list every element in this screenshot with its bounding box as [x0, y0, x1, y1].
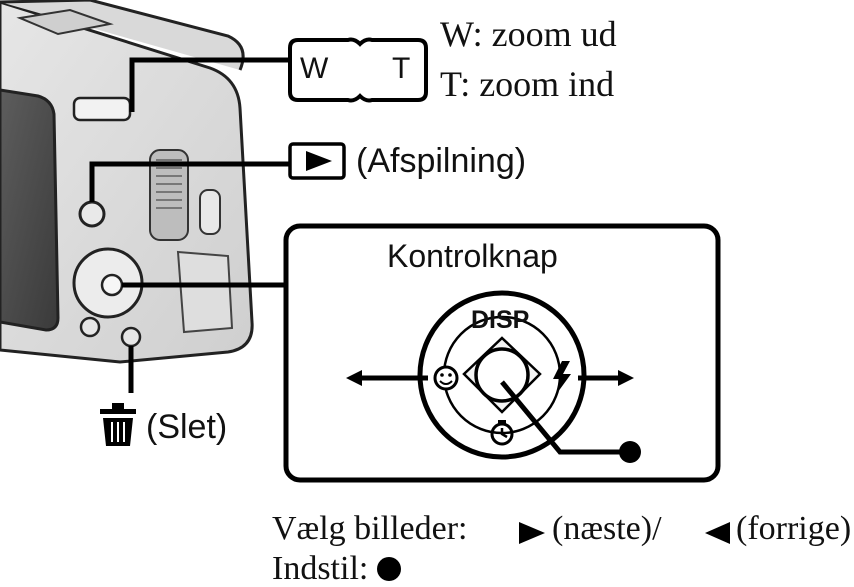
- delete-button: [120, 326, 142, 348]
- playback-leader: [89, 161, 290, 202]
- zoom-lever: [72, 96, 132, 122]
- next-label: (næste)/: [552, 510, 662, 547]
- previous-arrow-icon: [705, 522, 730, 544]
- left-arrow-icon: [346, 370, 362, 386]
- right-arrow-icon: [618, 370, 634, 386]
- playback-button: [78, 200, 106, 228]
- previous-label: (forrige): [736, 510, 852, 547]
- disp-label: DISP: [471, 306, 530, 334]
- zoom-key-w: W: [300, 52, 329, 85]
- smile-icon: [433, 365, 459, 391]
- flash-icon: [553, 361, 571, 396]
- zoom-out-label: W: zoom ud: [440, 14, 617, 54]
- delete-label: (Slet): [146, 408, 228, 446]
- zoom-in-label: T: zoom ind: [440, 64, 615, 104]
- zoom-key: [288, 37, 428, 103]
- center-button: [474, 347, 530, 403]
- set-label: Indstil:: [272, 550, 369, 587]
- trash-icon: [100, 403, 136, 446]
- next-arrow-icon: [519, 522, 545, 544]
- zoom-leader: [129, 57, 288, 112]
- set-indicator-icon: [377, 557, 401, 581]
- camera-screen: [0, 88, 60, 332]
- control-panel-title: Kontrolknap: [387, 238, 558, 274]
- select-images-label: Vælg billeder:: [272, 510, 468, 547]
- zoom-key-t: T: [392, 52, 411, 85]
- playback-label: (Afspilning): [356, 142, 527, 180]
- set-dot-icon: [619, 441, 641, 463]
